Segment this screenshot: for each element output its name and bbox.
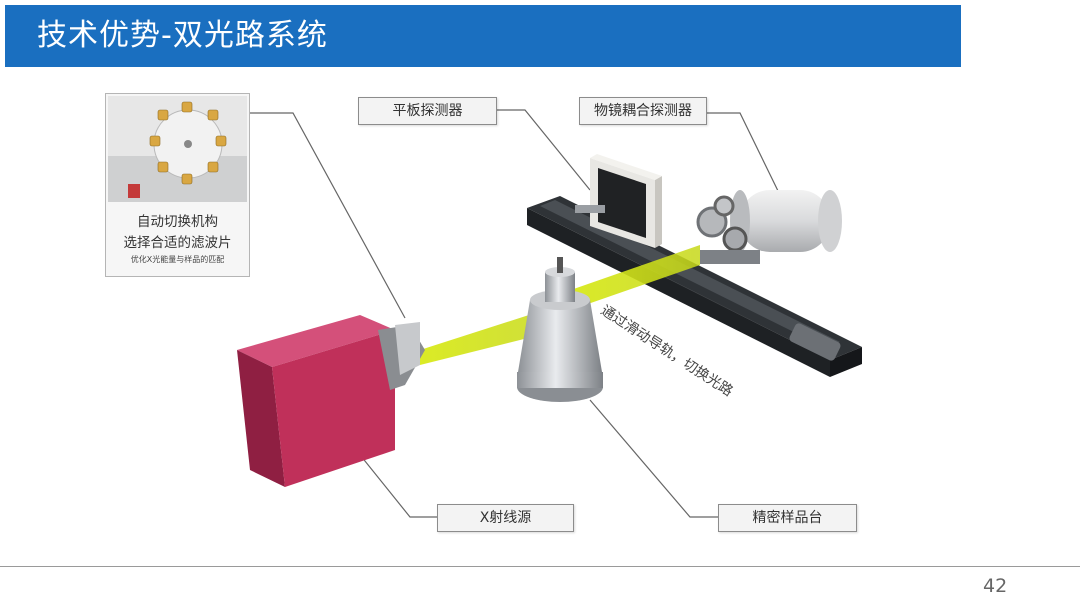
label-objective-detector: 物镜耦合探测器 [579,97,707,125]
leader-flat-detector [495,109,591,191]
label-xray-source: X射线源 [437,504,574,532]
filter-changer-inset: 自动切换机构 选择合适的滤波片 优化X光能量与样品的匹配 [105,93,250,277]
inset-caption-line2: 选择合适的滤波片 [123,235,232,251]
inset-caption-line3: 优化X光能量与样品的匹配 [130,255,225,264]
page-number: 42 [983,575,1008,597]
leader-sample-stage [589,399,720,518]
objective-coupled-detector [696,190,842,264]
footer-divider [0,566,1080,567]
inset-caption-line1: 自动切换机构 [137,214,218,230]
leader-objective-detector [705,112,781,196]
xray-beam-upper [565,245,700,305]
precision-sample-stage [517,257,603,402]
title-bar: 技术优势-双光路系统 [5,5,961,67]
xray-source [237,315,425,487]
flat-panel-detector [575,154,662,248]
slide-title: 技术优势-双光路系统 [37,18,328,53]
sliding-rail [527,196,862,377]
label-flat-detector: 平板探测器 [358,97,497,125]
filter-wheel-image [108,96,247,202]
label-sample-stage: 精密样品台 [718,504,857,532]
xray-beam-lower [420,305,560,365]
leader-inset [248,112,406,319]
